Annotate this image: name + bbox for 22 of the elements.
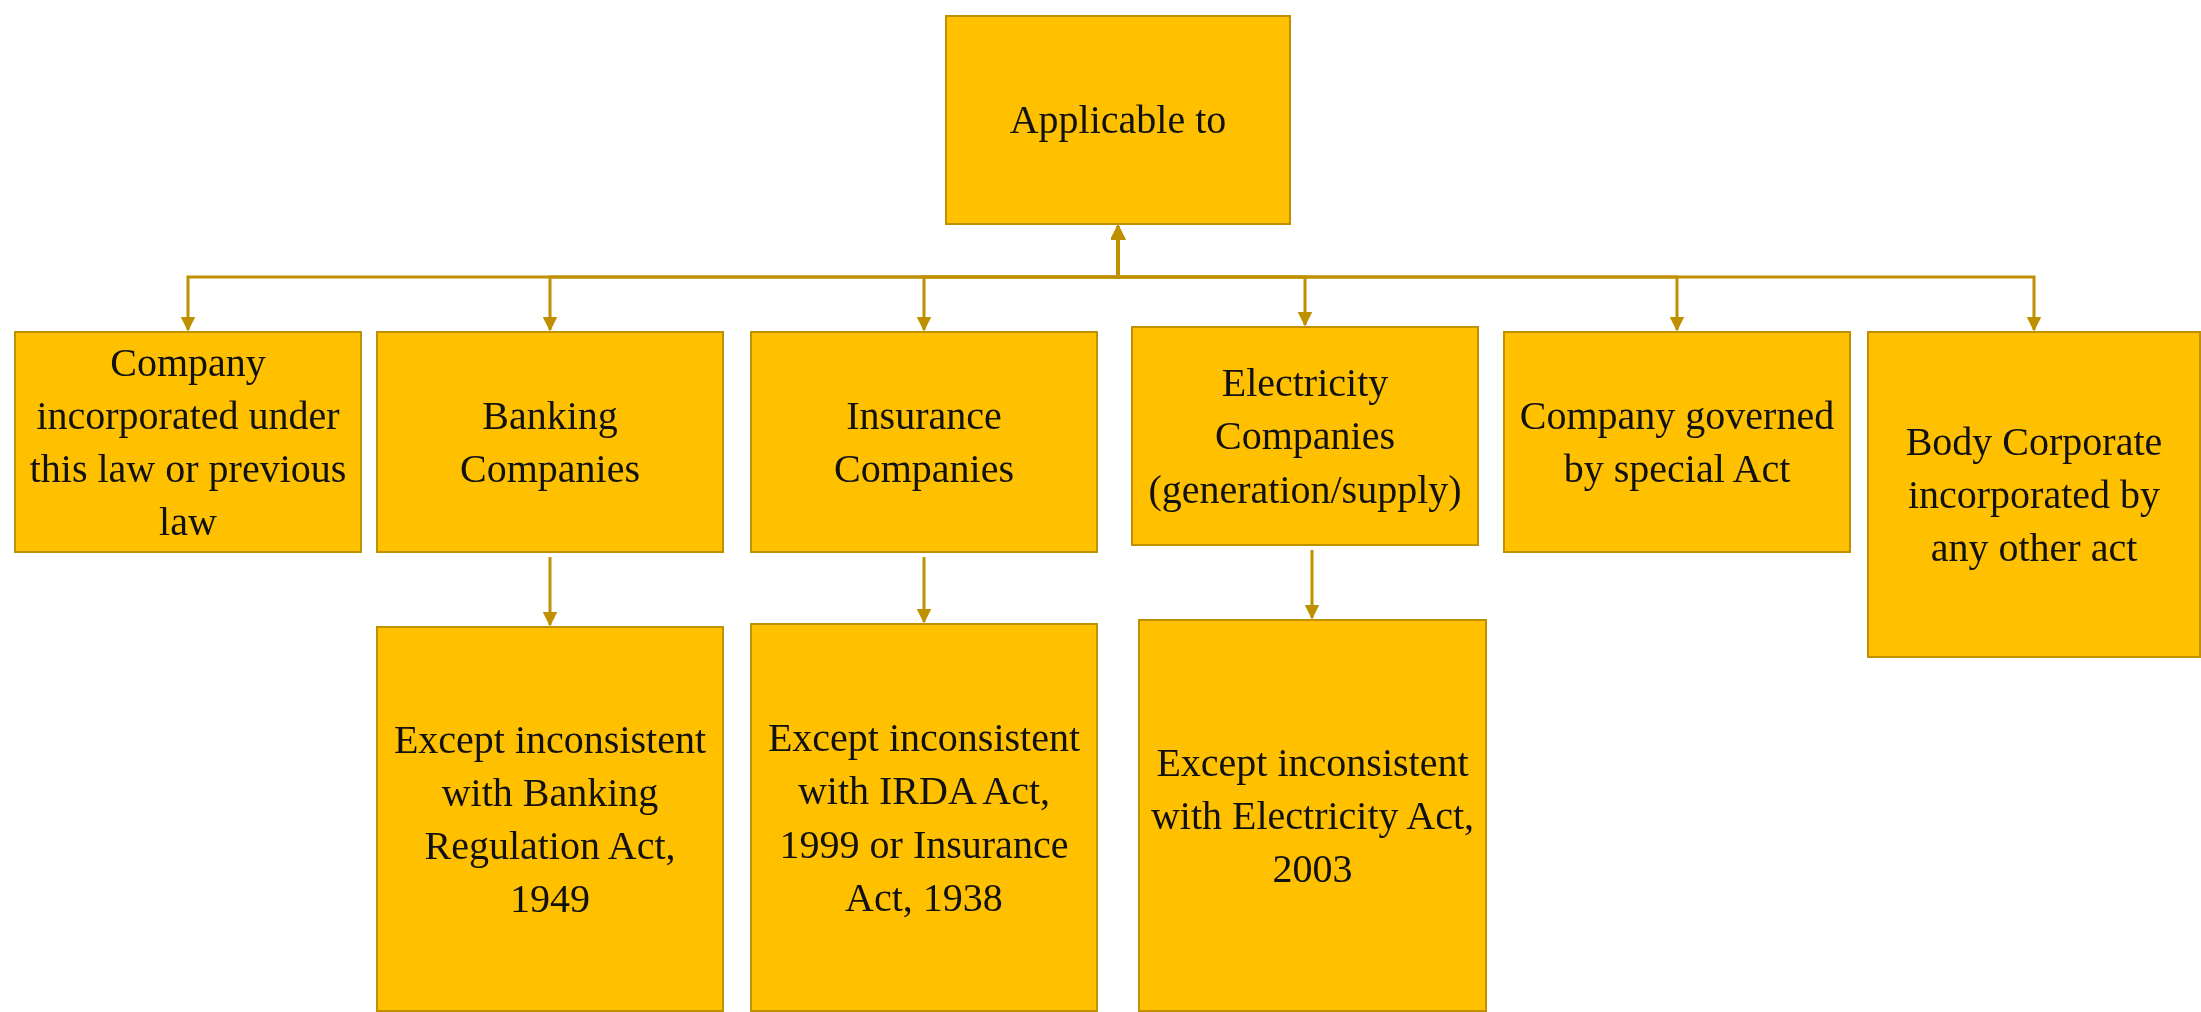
process-box: [376, 331, 724, 553]
process-box: [750, 623, 1098, 1012]
box-text: Except inconsistent with IRDA Act, 1999 or Insurance Act, 1938: [766, 714, 1082, 922]
box-text: Insurance Companies: [833, 391, 1015, 493]
box-text: Except inconsistent with Electricity Act, 2003: [1150, 738, 1475, 894]
box-text: Electricity Companies (generation/supply): [1147, 359, 1463, 514]
arrow: [1304, 550, 1320, 620]
process-box: [1131, 326, 1479, 546]
arrow: [542, 557, 558, 627]
box-text: Applicable to: [1009, 96, 1227, 145]
process-box: [376, 626, 724, 1012]
process-box: [750, 331, 1098, 553]
process-box: [945, 15, 1291, 225]
process-box: [1503, 331, 1851, 553]
box-text: Body Corporate incorporated by any other act: [1904, 417, 2164, 573]
box-text: Company incorporated under this law or previous law: [28, 338, 348, 547]
process-box: [1867, 331, 2201, 658]
box-text: Company governed by special Act: [1518, 391, 1836, 493]
box-text: Banking Companies: [459, 391, 641, 493]
arrow: [916, 557, 932, 624]
process-box: [1138, 619, 1487, 1012]
box-text: Except inconsistent with Banking Regulation Act, 1949: [392, 715, 708, 924]
